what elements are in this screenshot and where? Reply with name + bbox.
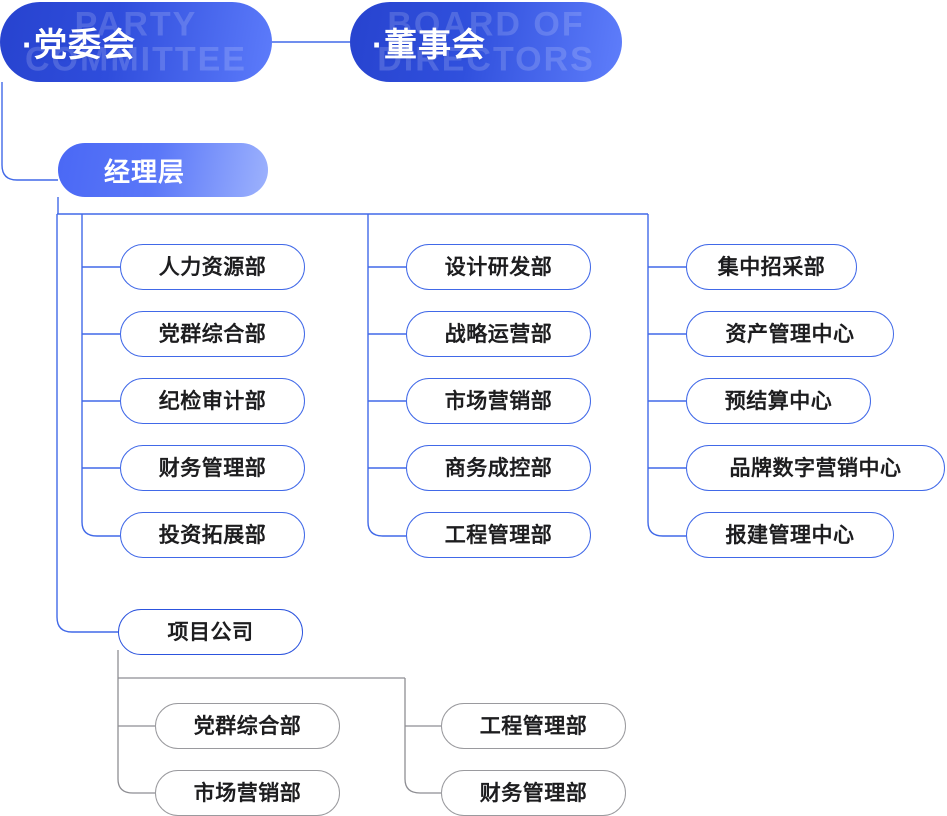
dept-pill-c1-2[interactable]: 党群综合部 (120, 311, 305, 357)
dept-pill-c3-4[interactable]: 品牌数字营销中心 (686, 445, 945, 491)
dept-label: 商务成控部 (444, 456, 553, 480)
dept-label: 市场营销部 (444, 389, 553, 413)
node-project-company[interactable]: 项目公司 (118, 609, 303, 655)
trunk-column-3 (647, 214, 686, 537)
dept-pill-c2-1[interactable]: 设计研发部 (406, 244, 591, 290)
party-committee-label: ·党委会 (22, 26, 136, 63)
dept-pill-c3-3[interactable]: 预结算中心 (686, 378, 871, 424)
dept-pill-c1-4[interactable]: 财务管理部 (120, 445, 305, 491)
dept-pill-c2-4[interactable]: 商务成控部 (406, 445, 591, 491)
node-party-committee[interactable]: PARTY COMMITTEE ·党委会 (0, 2, 272, 82)
dept-label: 市场营销部 (193, 781, 302, 805)
dept-label: 品牌数字营销中心 (729, 456, 902, 480)
dept-label: 工程管理部 (444, 523, 553, 547)
trunk-column-2 (367, 214, 406, 537)
trunk-project-right (404, 678, 441, 794)
project-company-label: 项目公司 (167, 620, 254, 644)
dept-pill-c3-5[interactable]: 报建管理中心 (686, 512, 894, 558)
node-manager-layer[interactable]: 经理层 (58, 143, 268, 197)
dept-label: 报建管理中心 (725, 523, 855, 547)
dept-label: 战略运营部 (444, 322, 553, 346)
dept-label: 设计研发部 (444, 255, 553, 279)
node-board-directors[interactable]: BOARD OF DIRECTORS ·董事会 (350, 2, 622, 82)
dept-pill-c1-3[interactable]: 纪检审计部 (120, 378, 305, 424)
dept-label: 预结算中心 (724, 389, 833, 413)
dept-label: 人力资源部 (158, 255, 267, 279)
edge-party-to-manager (1, 82, 58, 181)
dept-label: 党群综合部 (158, 322, 267, 346)
project-child-left-1[interactable]: 党群综合部 (155, 703, 340, 749)
dept-label: 投资拓展部 (158, 523, 267, 547)
dept-pill-c1-5[interactable]: 投资拓展部 (120, 512, 305, 558)
trunk-to-project-company (56, 214, 118, 633)
dept-pill-c3-2[interactable]: 资产管理中心 (686, 311, 894, 357)
manager-layer-label: 经理层 (104, 156, 186, 187)
dept-label: 工程管理部 (479, 714, 588, 738)
dept-pill-c3-1[interactable]: 集中招采部 (686, 244, 857, 290)
dept-label: 资产管理中心 (725, 322, 855, 346)
dept-label: 财务管理部 (158, 456, 267, 480)
dept-pill-c2-2[interactable]: 战略运营部 (406, 311, 591, 357)
dept-pill-c2-3[interactable]: 市场营销部 (406, 378, 591, 424)
dept-pill-c2-5[interactable]: 工程管理部 (406, 512, 591, 558)
trunk-column-1 (81, 214, 120, 537)
project-child-left-2[interactable]: 市场营销部 (155, 770, 340, 816)
board-directors-label: ·董事会 (372, 26, 486, 63)
dept-label: 集中招采部 (717, 255, 826, 279)
dept-pill-c1-1[interactable]: 人力资源部 (120, 244, 305, 290)
trunk-project-left (117, 678, 155, 794)
project-child-right-1[interactable]: 工程管理部 (441, 703, 626, 749)
project-child-right-2[interactable]: 财务管理部 (441, 770, 626, 816)
dept-label: 财务管理部 (479, 781, 588, 805)
dept-label: 纪检审计部 (158, 389, 267, 413)
dept-label: 党群综合部 (193, 714, 302, 738)
